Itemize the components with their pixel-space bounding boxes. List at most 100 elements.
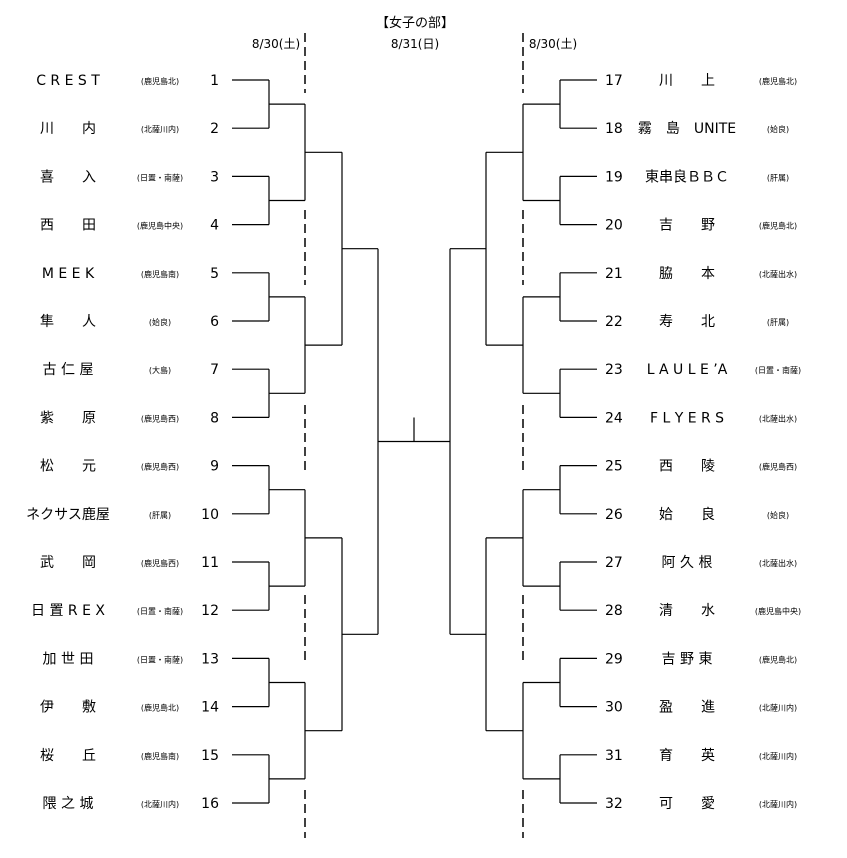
team-row: 古 仁 屋 (大島) 7 <box>43 362 219 378</box>
team-number: 10 <box>201 507 219 523</box>
team-row: 24 F L Y E R S (北薩出水) <box>605 410 797 426</box>
team-region: (日置・南薩) <box>137 172 183 182</box>
team-region: (北薩川内) <box>141 124 179 134</box>
date-right-round: 8/30(土) <box>529 37 577 51</box>
team-region: (鹿児島西) <box>759 462 797 472</box>
team-number: 12 <box>201 603 219 619</box>
team-name: 育 英 <box>659 747 715 764</box>
team-row: 喜 入(日置・南薩)3 <box>40 169 219 185</box>
team-region: (北薩出水) <box>759 413 797 423</box>
team-region: (鹿児島西) <box>141 413 179 423</box>
team-region: (北薩川内) <box>759 799 797 809</box>
team-number: 6 <box>210 314 219 330</box>
team-row: M E E K(鹿児島南)5 <box>42 266 219 282</box>
team-region: (大島) <box>149 365 171 375</box>
team-name: 紫 原 <box>40 410 96 426</box>
team-region: (鹿児島北) <box>141 703 179 713</box>
team-number: 25 <box>605 459 623 475</box>
bracket-lines <box>232 79 597 804</box>
team-region: (鹿児島北) <box>759 654 797 664</box>
team-region: (北薩川内) <box>759 751 797 761</box>
team-region: (鹿児島西) <box>141 462 179 472</box>
team-region: (日置・南薩) <box>755 365 801 375</box>
team-region: (北薩川内) <box>759 703 797 713</box>
team-row: 31 育 英 (北薩川内) <box>605 747 797 764</box>
team-number: 7 <box>210 362 219 378</box>
team-name: 加 世 田 <box>43 651 94 667</box>
team-row: 隼 人(姶良)6 <box>40 314 219 330</box>
team-number: 1 <box>210 73 219 89</box>
team-name: 霧 島 UNITE <box>638 121 736 137</box>
team-name: C R E S T <box>36 73 100 89</box>
team-number: 19 <box>605 169 623 185</box>
team-row: 17 川 上 (鹿児島北) <box>605 73 797 89</box>
team-region: (鹿児島北) <box>759 76 797 86</box>
team-number: 17 <box>605 73 623 89</box>
team-number: 13 <box>201 651 219 667</box>
team-row: 紫 原 (鹿児島西) 8 <box>40 410 219 426</box>
team-name: 阿 久 根 <box>662 555 713 571</box>
team-number: 11 <box>201 555 219 571</box>
team-number: 14 <box>201 700 219 716</box>
team-number: 21 <box>605 266 623 282</box>
team-number: 23 <box>605 362 623 378</box>
team-name: 古 仁 屋 <box>43 362 94 378</box>
team-region: (日置・南薩) <box>137 606 183 616</box>
team-name: 喜 入 <box>40 169 96 185</box>
left-team-list: C R E S T(鹿児島北)1川 内(北薩川内)2喜 入(日置・南薩)3西 田… <box>26 73 219 812</box>
team-row: 西 田(鹿児島中央)4 <box>40 218 219 234</box>
team-name: 西 陵 <box>659 459 715 475</box>
team-name: 武 岡 <box>40 555 96 571</box>
team-region: (鹿児島南) <box>141 269 179 279</box>
team-number: 15 <box>201 748 219 764</box>
team-row: 松 元(鹿児島西)9 <box>40 459 219 475</box>
team-region: (鹿児島西) <box>141 558 179 568</box>
team-region: (肝属) <box>767 173 789 182</box>
team-name: 吉 野 <box>659 218 715 234</box>
team-number: 24 <box>605 410 623 426</box>
date-final-round: 8/31(日) <box>391 37 439 51</box>
team-name: 日 置 R E X <box>31 603 105 619</box>
team-number: 8 <box>210 410 219 426</box>
team-name: 隼 人 <box>40 314 96 330</box>
team-region: (肝属) <box>149 511 171 520</box>
date-left-round: 8/30(土) <box>252 37 300 51</box>
team-number: 18 <box>605 121 623 137</box>
team-region: (北薩出水) <box>759 269 797 279</box>
team-name: 川 上 <box>659 73 715 89</box>
team-name: 桜 丘 <box>40 748 96 764</box>
team-number: 22 <box>605 314 623 330</box>
team-name: L A U L E ’A <box>647 362 728 378</box>
team-row: 日 置 R E X (日置・南薩) 12 <box>31 603 219 619</box>
team-row: 武 岡 (鹿児島西) 11 <box>40 555 219 571</box>
team-name: 伊 敷 <box>40 700 96 716</box>
team-name: 寿 北 <box>659 313 715 330</box>
team-row: 伊 敷 (鹿児島北) 14 <box>40 700 219 716</box>
team-name: 清 水 <box>659 603 715 619</box>
team-name: 東串良ＢＢＣ <box>645 169 729 185</box>
team-row: 23 L A U L E ’A (日置・南薩) <box>605 362 801 378</box>
team-name: 脇 本 <box>659 266 715 282</box>
team-number: 2 <box>210 121 219 137</box>
team-name: M E E K <box>42 266 95 282</box>
team-number: 27 <box>605 555 623 571</box>
bracket-title: 【女子の部】 <box>376 15 454 31</box>
team-number: 31 <box>605 748 623 764</box>
team-row: 隈 之 城(北薩川内)16 <box>43 796 220 812</box>
team-region: (姶良) <box>767 510 789 520</box>
team-name: ネクサス鹿屋 <box>26 506 110 523</box>
team-name: F L Y E R S <box>650 410 724 426</box>
team-region: (鹿児島中央) <box>137 221 183 231</box>
team-region: (北薩川内) <box>141 799 179 809</box>
team-row: C R E S T(鹿児島北)1 <box>36 73 219 89</box>
team-number: 4 <box>210 218 219 234</box>
team-name: 姶 良 <box>659 507 715 523</box>
team-row: 25 西 陵 (鹿児島西) <box>605 459 797 475</box>
